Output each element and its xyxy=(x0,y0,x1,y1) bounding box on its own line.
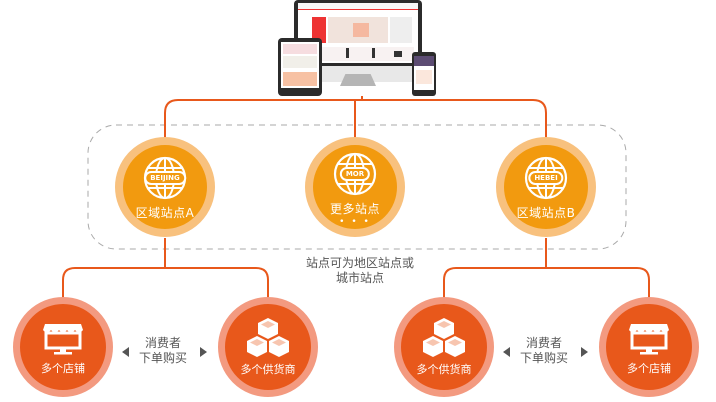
storefront-icon xyxy=(43,324,83,355)
phone xyxy=(412,52,436,96)
consumer-order-note-right: 消费者 下单购买 xyxy=(513,336,575,366)
arrow-right-icon xyxy=(200,347,207,357)
storefront-icon xyxy=(629,324,669,355)
globe-icon: HEBEI xyxy=(522,154,570,202)
consumer-line2: 下单购买 xyxy=(519,351,568,365)
boxes-icon xyxy=(423,318,465,357)
store-node-left[interactable]: 多个店铺 xyxy=(13,297,113,397)
site-group-note-line1: 站点可为地区站点或 xyxy=(305,256,414,270)
arrow-left-icon xyxy=(122,347,129,357)
more-dots: • • • xyxy=(339,216,371,227)
site-badge: BEIJING xyxy=(144,170,186,185)
arrow-left-icon xyxy=(503,347,510,357)
connector-top xyxy=(164,96,547,140)
consumer-line1: 消费者 xyxy=(144,336,181,350)
site-badge: MOR xyxy=(339,166,371,181)
site-label: 区域站点B xyxy=(516,205,576,220)
globe-icon: MOR xyxy=(331,150,379,198)
site-node-hebei[interactable]: HEBEI 区域站点B xyxy=(496,137,596,237)
monitor xyxy=(294,0,422,88)
site-badge: HEBEI xyxy=(528,170,564,185)
site-label: 更多站点 xyxy=(329,201,380,216)
boxes-icon xyxy=(247,318,289,357)
site-node-beijing[interactable]: BEIJING 区域站点A xyxy=(115,137,215,237)
arrow-right-icon xyxy=(581,347,588,357)
site-group-note-line2: 城市站点 xyxy=(335,271,384,285)
supplier-label: 多个供货商 xyxy=(416,363,472,376)
store-label: 多个店铺 xyxy=(41,362,85,375)
site-group-note: 站点可为地区站点或 城市站点 xyxy=(285,256,435,286)
connector-left-branch xyxy=(62,238,269,300)
store-label: 多个店铺 xyxy=(627,362,671,375)
consumer-order-note-left: 消费者 下单购买 xyxy=(132,336,194,366)
supplier-node-left[interactable]: 多个供货商 xyxy=(218,297,318,397)
consumer-line2: 下单购买 xyxy=(138,351,187,365)
tablet xyxy=(278,38,322,96)
store-node-right[interactable]: 多个店铺 xyxy=(599,297,699,397)
site-node-more[interactable]: MOR 更多站点 • • • xyxy=(305,137,405,237)
supplier-node-right[interactable]: 多个供货商 xyxy=(394,297,494,397)
supplier-label: 多个供货商 xyxy=(240,363,296,376)
consumer-line1: 消费者 xyxy=(525,336,562,350)
connector-right-branch xyxy=(443,238,650,300)
devices-illustration xyxy=(278,0,440,98)
site-label: 区域站点A xyxy=(135,205,195,220)
globe-icon: BEIJING xyxy=(141,154,189,202)
